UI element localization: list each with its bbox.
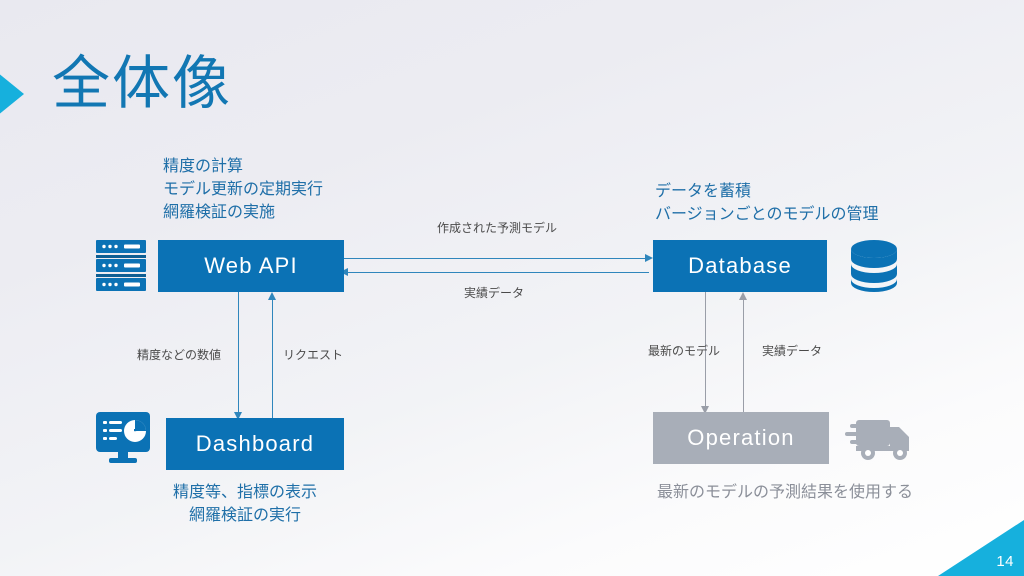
annotation-dashboard: 精度等、指標の表示 網羅検証の実行 [173, 481, 317, 527]
connector-actual-data-2-arrowhead-icon [739, 292, 747, 300]
connector-request-arrowhead-icon [268, 292, 276, 300]
annotation-dashboard-line-1: 精度等、指標の表示 [173, 484, 318, 501]
node-dashboard-label: Dashboard [195, 431, 315, 456]
annotation-web-api-line-1: 精度の計算 [163, 158, 244, 175]
annotation-web-api: 精度の計算 モデル更新の定期実行 網羅検証の実施 [163, 155, 323, 224]
title-marker-triangle-icon [0, 68, 24, 120]
node-dashboard[interactable]: Dashboard [166, 418, 344, 470]
connector-metrics-arrowhead-icon [234, 412, 242, 420]
connector-model-created-line [344, 258, 649, 259]
connector-actual-data-arrowhead-icon [340, 268, 348, 276]
annotation-web-api-line-2: モデル更新の定期実行 [163, 181, 324, 198]
connector-latest-model-arrowhead-icon [701, 406, 709, 414]
server-rack-icon [96, 240, 146, 292]
delivery-truck-icon [842, 414, 914, 462]
annotation-dashboard-line-2: 網羅検証の実行 [189, 507, 302, 524]
edge-label-request: リクエスト [283, 348, 344, 362]
page-number: 14 [996, 553, 1014, 570]
edge-label-latest-model: 最新のモデル [648, 344, 721, 358]
node-web-api[interactable]: Web API [158, 240, 344, 292]
connector-actual-data-2-line [743, 298, 744, 412]
page-title: 全体像 [52, 51, 233, 116]
dashboard-monitor-icon [96, 412, 150, 464]
node-database[interactable]: Database [653, 240, 827, 292]
edge-label-actual-data: 実績データ [464, 286, 525, 300]
node-operation[interactable]: Operation [653, 412, 829, 464]
edge-label-metrics: 精度などの数値 [137, 348, 222, 362]
connector-model-created-arrowhead-icon [645, 254, 653, 262]
node-database-label: Database [688, 253, 792, 278]
annotation-operation-line-1: 最新のモデルの予測結果を使用する [657, 484, 914, 501]
corner-triangle-icon [938, 520, 1024, 576]
annotation-database-line-2: バージョンごとのモデルの管理 [655, 206, 879, 223]
connector-latest-model-line [705, 292, 706, 412]
node-web-api-label: Web API [204, 253, 298, 278]
annotation-operation: 最新のモデルの予測結果を使用する [657, 481, 913, 504]
edge-label-actual-data-2: 実績データ [762, 344, 823, 358]
connector-actual-data-line [344, 272, 649, 273]
annotation-web-api-line-3: 網羅検証の実施 [163, 204, 276, 221]
node-operation-label: Operation [687, 425, 795, 450]
connector-metrics-line [238, 292, 239, 418]
connector-request-line [272, 298, 273, 418]
page-number-corner: 14 [938, 520, 1024, 576]
annotation-database: データを蓄積 バージョンごとのモデルの管理 [655, 180, 879, 226]
edge-label-model-created: 作成された予測モデル [437, 221, 558, 235]
annotation-database-line-1: データを蓄積 [655, 183, 752, 200]
database-cylinder-icon [851, 240, 897, 292]
